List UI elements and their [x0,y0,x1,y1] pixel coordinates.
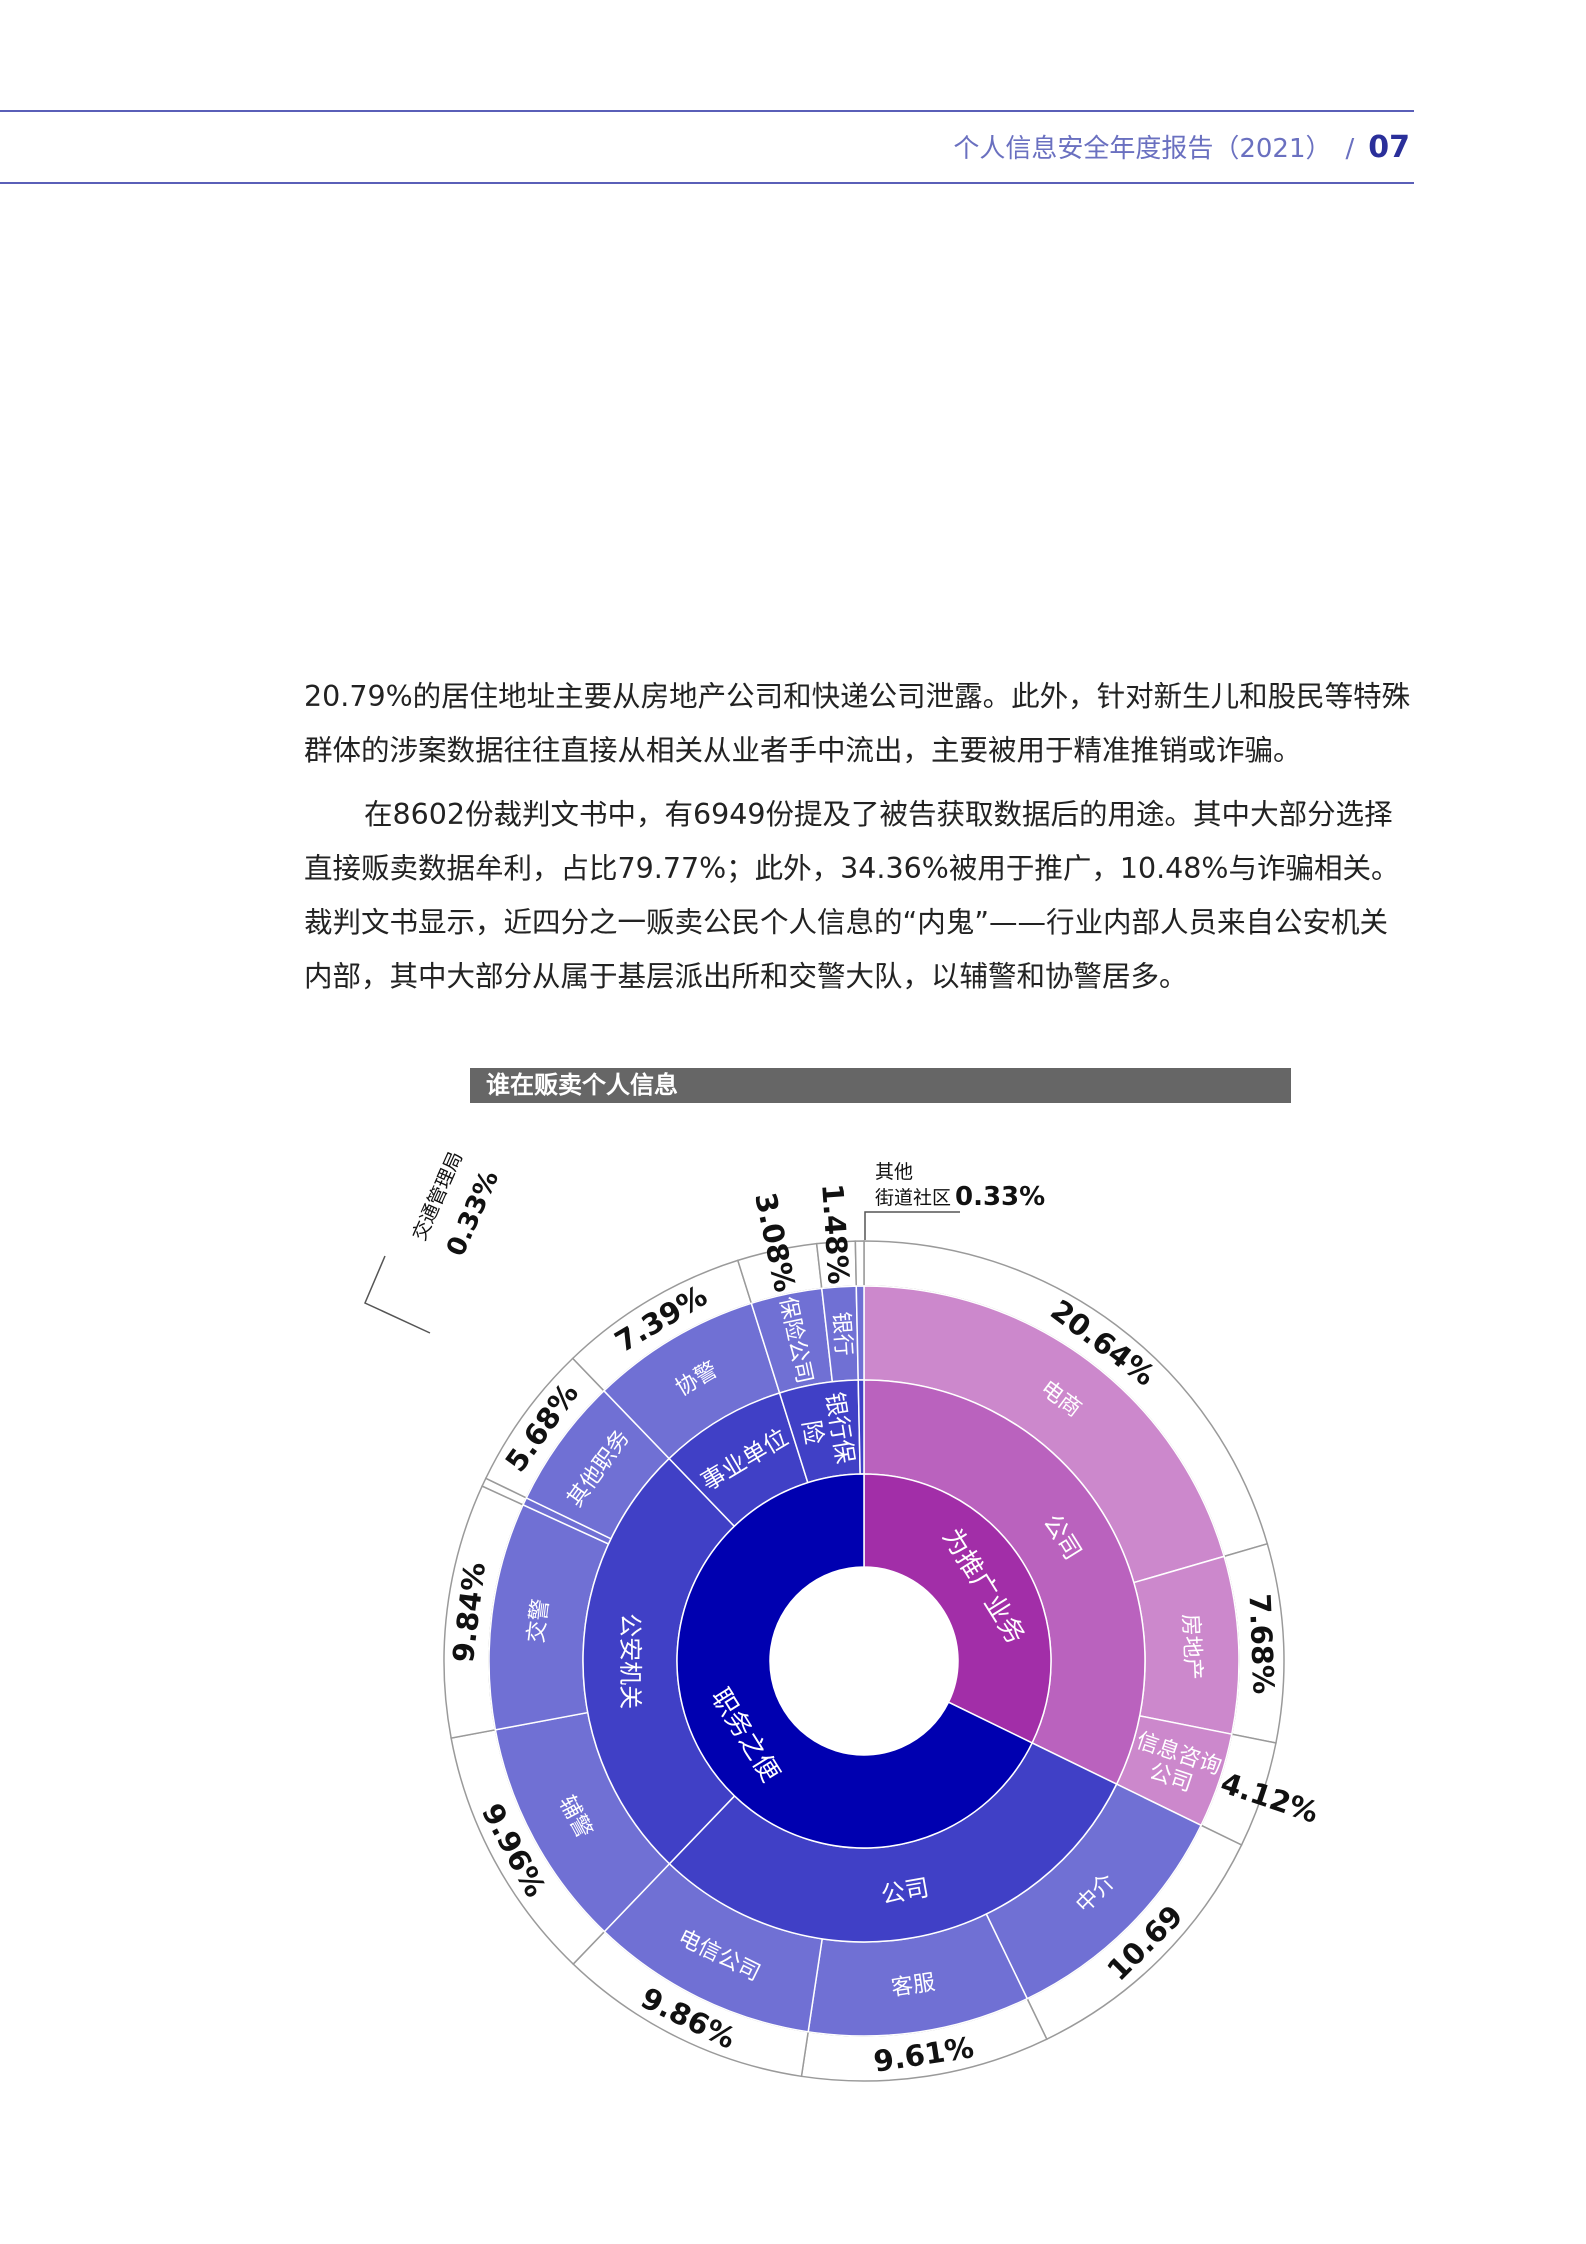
outer-ring-label: 交警 [523,1598,553,1645]
center-hole [770,1567,958,1755]
sunburst-chart: 电商房地产信息咨询公司中介客服电信公司辅警交警其他职务协警保险公司银行公司公司公… [364,1148,1323,2082]
middle-ring-label: 公安机关 [616,1613,644,1709]
page-header: 个人信息安全年度报告（2021） / 07 [953,128,1410,165]
inner-ring-segment [676,1473,1034,1849]
report-title: 个人信息安全年度报告（2021） [953,134,1332,164]
page-number: 07 [1368,130,1410,165]
paragraph: 20.79%的居住地址主要从房地产公司和快递公司泄露。此外，针对新生儿和股民等特… [304,680,1411,767]
callout-group-label: 其他 [875,1161,913,1183]
callout-line [864,1211,960,1240]
content-column: 20.79%的居住地址主要从房地产公司和快递公司泄露。此外，针对新生儿和股民等特… [304,670,1414,2120]
outer-ring-label: 房地产 [1178,1613,1206,1680]
percent-label: 1.48% [815,1183,856,1286]
callout-percent-label: 0.33% [955,1182,1045,1212]
callout-line [364,1255,431,1334]
header-separator: / [1345,134,1355,164]
outer-ring-segment [855,1285,865,1381]
callout-category-label: 街道社区 [875,1187,951,1209]
percent-ring-segment [854,1240,865,1287]
outer-ring-label: 银行 [828,1311,856,1357]
percent-label: 7.68% [1242,1593,1280,1695]
paragraph: 在8602份裁判文书中，有6949份提及了被告获取数据后的用途。其中大部分选择直… [304,798,1400,993]
header-top-rule [0,110,1414,112]
header-bottom-rule [0,182,1414,184]
chart-title: 谁在贩卖个人信息 [470,1068,1291,1103]
